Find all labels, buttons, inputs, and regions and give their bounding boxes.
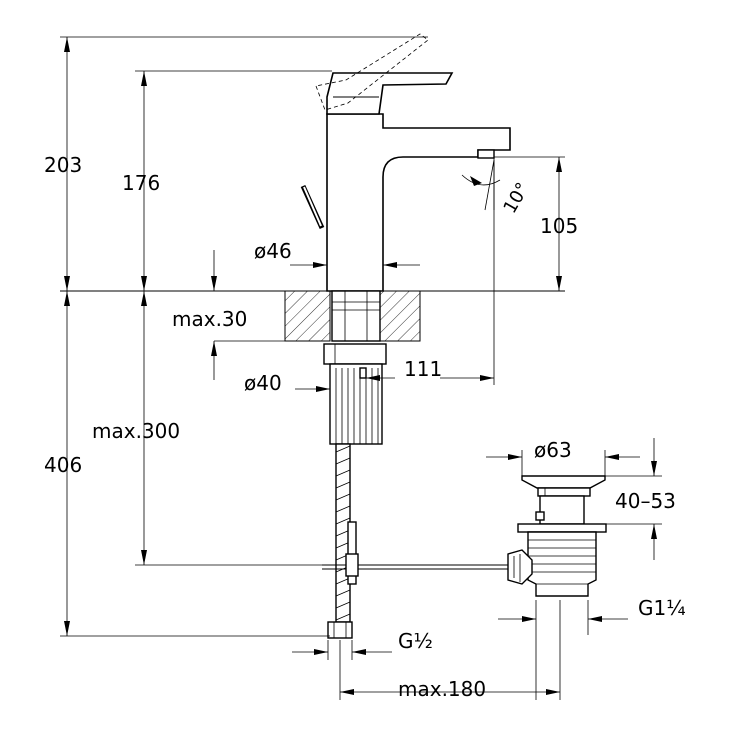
dim-below-deck: 406 bbox=[44, 453, 82, 477]
dim-basin-range: 40–53 bbox=[615, 489, 676, 513]
waste-fitting bbox=[507, 475, 607, 597]
dim-total-height: 203 bbox=[44, 153, 82, 177]
dim-rod-length: max.180 bbox=[398, 677, 486, 701]
dim-outlet-height: 105 bbox=[540, 214, 578, 238]
dim-body-diameter: ø46 bbox=[254, 239, 292, 263]
faucet-body bbox=[300, 33, 511, 292]
pop-up-linkage bbox=[322, 553, 515, 577]
faucet-shank bbox=[323, 290, 387, 445]
supply-hoses bbox=[327, 443, 357, 639]
dim-swivel-angle: 10° bbox=[500, 179, 534, 217]
dim-deck-thickness: max.30 bbox=[172, 307, 247, 331]
dim-spout-height: 176 bbox=[122, 171, 160, 195]
dim-hose-thread: G½ bbox=[398, 629, 433, 653]
dim-shank-diameter: ø40 bbox=[244, 371, 282, 395]
dim-hose-length: max.300 bbox=[92, 419, 180, 443]
dimension-lines bbox=[60, 36, 662, 700]
dim-waste-diameter: ø63 bbox=[534, 438, 572, 462]
dim-waste-thread: G1¼ bbox=[638, 596, 686, 620]
dim-projection: 111 bbox=[404, 357, 442, 381]
